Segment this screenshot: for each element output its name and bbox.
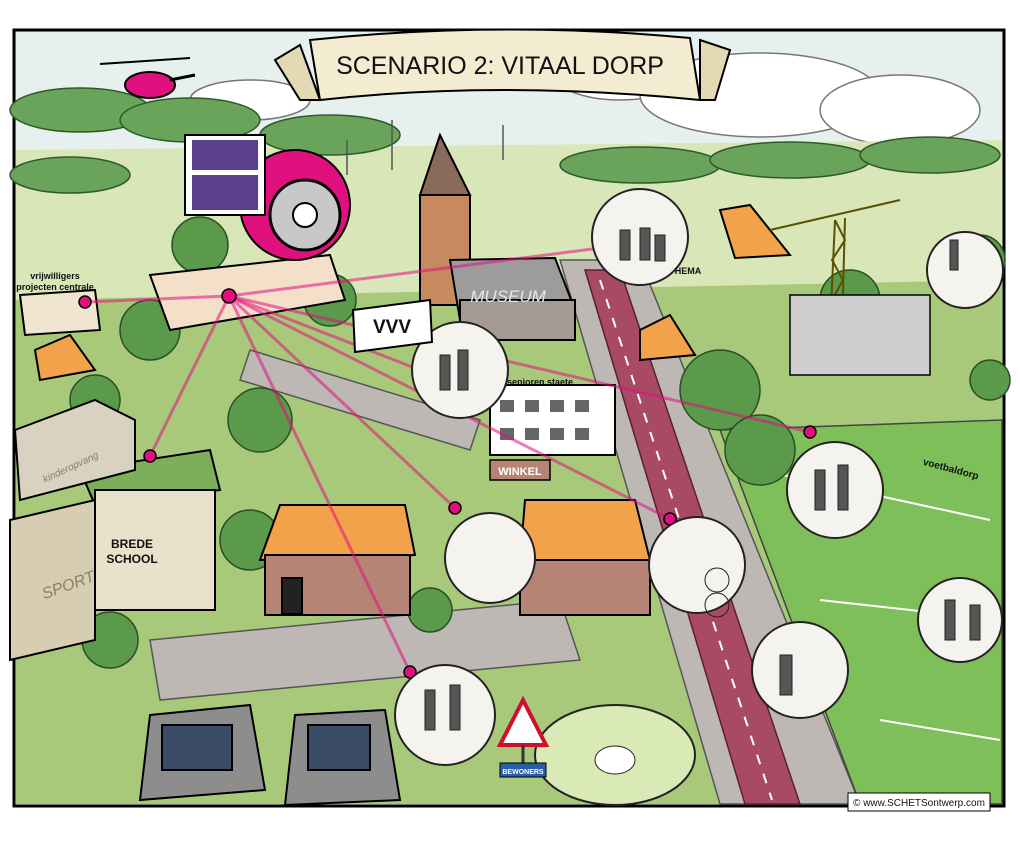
vignette-figures <box>424 227 981 775</box>
shop-label: WINKEL <box>498 466 542 478</box>
page-title: SCENARIO 2: VITAAL DORP <box>336 52 664 80</box>
solar-houses <box>138 703 402 807</box>
connection-lines <box>84 246 811 673</box>
cyclist-bubble <box>648 516 746 614</box>
title-ribbon <box>273 28 732 102</box>
vvv-sign <box>351 298 434 354</box>
building-under-construction <box>789 294 931 376</box>
tree-line-far <box>9 87 1001 194</box>
elderly-home-bubble <box>444 512 536 604</box>
walker-bubble <box>751 621 849 719</box>
senioren-staete-building <box>489 384 616 456</box>
school-label-2: SCHOOL <box>106 552 157 566</box>
brede-school-building <box>9 398 222 662</box>
football-bubble <box>786 441 884 539</box>
hema-label: HEMA <box>675 266 702 276</box>
volunteers-label-2: projecten centrale <box>16 282 94 292</box>
museum-label: MUSEUM <box>470 287 546 306</box>
walking-bubble <box>926 231 1004 309</box>
volunteers-bubble <box>394 664 496 766</box>
helicopter <box>99 57 196 99</box>
seniors-label: senioren staete <box>507 377 573 387</box>
credit-label: © www.SCHETSontwerp.com <box>853 798 985 809</box>
municipality-emblem <box>184 134 351 261</box>
vignette-bubbles <box>394 188 1004 806</box>
wheelchair-bubble <box>917 577 1003 663</box>
houses <box>33 203 792 616</box>
school-label-1: BREDE <box>111 537 153 551</box>
wind-turbines <box>346 120 504 175</box>
volunteers-label-1: vrijwilligers <box>30 271 80 281</box>
road-works-sign <box>496 695 550 778</box>
vvv-label: VVV <box>373 317 411 338</box>
residents-label: BEWONERS <box>502 769 544 776</box>
